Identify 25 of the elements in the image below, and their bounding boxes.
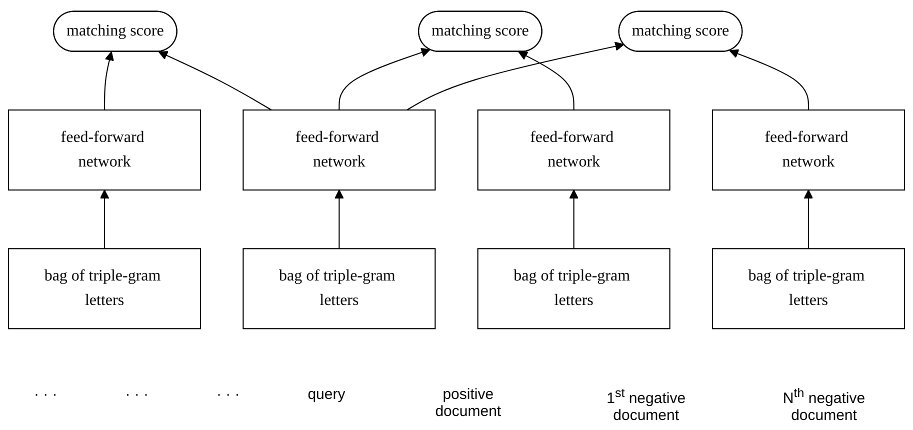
column-caption: 1$^{st}$ negative document [606, 386, 687, 424]
column-caption: positive document [434, 386, 502, 422]
arrow [804, 190, 814, 249]
arrow [104, 51, 114, 110]
node-box: feed-forward network [712, 109, 905, 191]
column-caption: · · · [34, 386, 58, 405]
arrow [518, 51, 574, 110]
arrow [100, 190, 110, 249]
column-caption: query [308, 386, 346, 405]
arrow [729, 49, 809, 110]
node-box: bag of triple-gram letters [712, 248, 905, 330]
column-caption: · · · [216, 386, 240, 405]
arrow [338, 48, 430, 110]
arrow [569, 190, 579, 249]
node-box: feed-forward network [477, 109, 670, 191]
arrow [334, 190, 344, 249]
node-box: bag of triple-gram letters [477, 248, 670, 330]
column-caption: N$^{th}$ negative document [782, 386, 866, 424]
node-box: feed-forward network [242, 109, 436, 191]
column-caption: · · · [125, 386, 149, 405]
arrow [406, 42, 624, 110]
node-box: feed-forward network [8, 109, 202, 191]
arrow [158, 51, 272, 110]
node-box: bag of triple-gram letters [242, 248, 436, 330]
node-box: bag of triple-gram letters [8, 248, 202, 330]
